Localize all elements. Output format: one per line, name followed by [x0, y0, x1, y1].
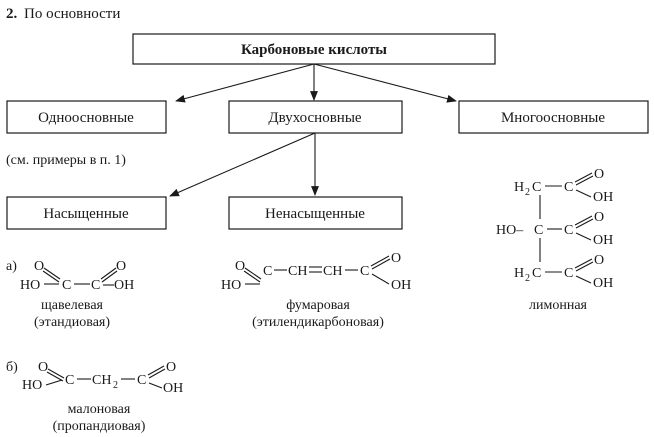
svg-text:CH: CH — [92, 373, 111, 388]
svg-text:C: C — [91, 278, 100, 293]
poly-label: Многоосновные — [501, 110, 605, 126]
svg-text:OH: OH — [593, 233, 613, 248]
svg-text:OH: OH — [593, 190, 613, 205]
svg-text:O: O — [391, 251, 401, 266]
svg-text:OH: OH — [593, 276, 613, 291]
fumaric-iupac: (этилендикарбоновая) — [252, 315, 384, 330]
svg-text:O: O — [594, 210, 604, 225]
malonic-iupac: (пропандиовая) — [53, 419, 146, 434]
root-label: Карбоновые кислоты — [241, 42, 387, 58]
svg-text:H: H — [514, 180, 524, 195]
svg-text:O: O — [235, 259, 245, 274]
svg-text:CH: CH — [288, 264, 307, 279]
citric-name: лимонная — [529, 298, 588, 313]
marker-a: а) — [6, 259, 17, 274]
svg-text:O: O — [116, 259, 126, 274]
oxalic-acid-formula: а) O HO C C O OH — [6, 259, 134, 293]
root-box — [132, 33, 496, 65]
svg-text:OH: OH — [114, 278, 134, 293]
poly-box — [458, 100, 649, 134]
arrow-di-saturated — [169, 132, 316, 197]
unsaturated-label: Ненасыщенные — [265, 206, 365, 222]
svg-text:O: O — [166, 360, 176, 375]
di-label: Двухосновные — [268, 110, 361, 126]
mono-box — [6, 100, 167, 134]
svg-text:O: O — [594, 253, 604, 268]
svg-text:C: C — [564, 180, 573, 195]
svg-text:C: C — [534, 223, 543, 238]
svg-text:C: C — [360, 264, 369, 279]
svg-text:2: 2 — [113, 380, 118, 391]
unsaturated-box — [228, 196, 403, 230]
svg-text:C: C — [137, 373, 146, 388]
fumaric-name: фумаровая — [286, 298, 350, 313]
svg-text:O: O — [594, 167, 604, 182]
section-title: По основности — [24, 6, 120, 22]
marker-b: б) — [6, 360, 18, 375]
svg-text:C: C — [564, 223, 573, 238]
svg-text:CH: CH — [323, 264, 342, 279]
malonic-acid-formula: б) O HO C CH 2 C O OH — [6, 360, 183, 396]
arrow-root-poly — [313, 63, 457, 103]
saturated-box — [6, 196, 167, 230]
citric-acid-formula: H 2 C C O OH HO– C C O OH H 2 C C O OH — [496, 167, 613, 291]
svg-text:HO: HO — [20, 278, 40, 293]
svg-text:C: C — [65, 373, 74, 388]
svg-text:C: C — [263, 264, 272, 279]
svg-text:HO: HO — [221, 278, 241, 293]
svg-text:2: 2 — [525, 273, 530, 284]
svg-text:H: H — [514, 266, 524, 281]
oxalic-name: щавелевая — [41, 298, 104, 313]
arrow-root-mono — [175, 63, 315, 103]
section-number: 2. — [6, 6, 18, 22]
svg-text:C: C — [532, 180, 541, 195]
svg-text:C: C — [564, 266, 573, 281]
malonic-name: малоновая — [68, 402, 131, 417]
mono-label: Одноосновные — [38, 110, 134, 126]
svg-text:O: O — [38, 360, 48, 375]
svg-text:2: 2 — [525, 187, 530, 198]
svg-text:HO–: HO– — [496, 223, 524, 238]
svg-text:OH: OH — [391, 278, 411, 293]
svg-text:C: C — [62, 278, 71, 293]
svg-text:HO: HO — [22, 378, 42, 393]
svg-text:C: C — [532, 266, 541, 281]
saturated-label: Насыщенные — [43, 206, 129, 222]
fumaric-acid-formula: O HO C CH CH C O OH — [221, 251, 411, 293]
oxalic-iupac: (этандиовая) — [34, 315, 110, 330]
mono-note: (см. примеры в п. 1) — [6, 153, 126, 168]
svg-text:O: O — [34, 259, 44, 274]
svg-text:OH: OH — [163, 381, 183, 396]
